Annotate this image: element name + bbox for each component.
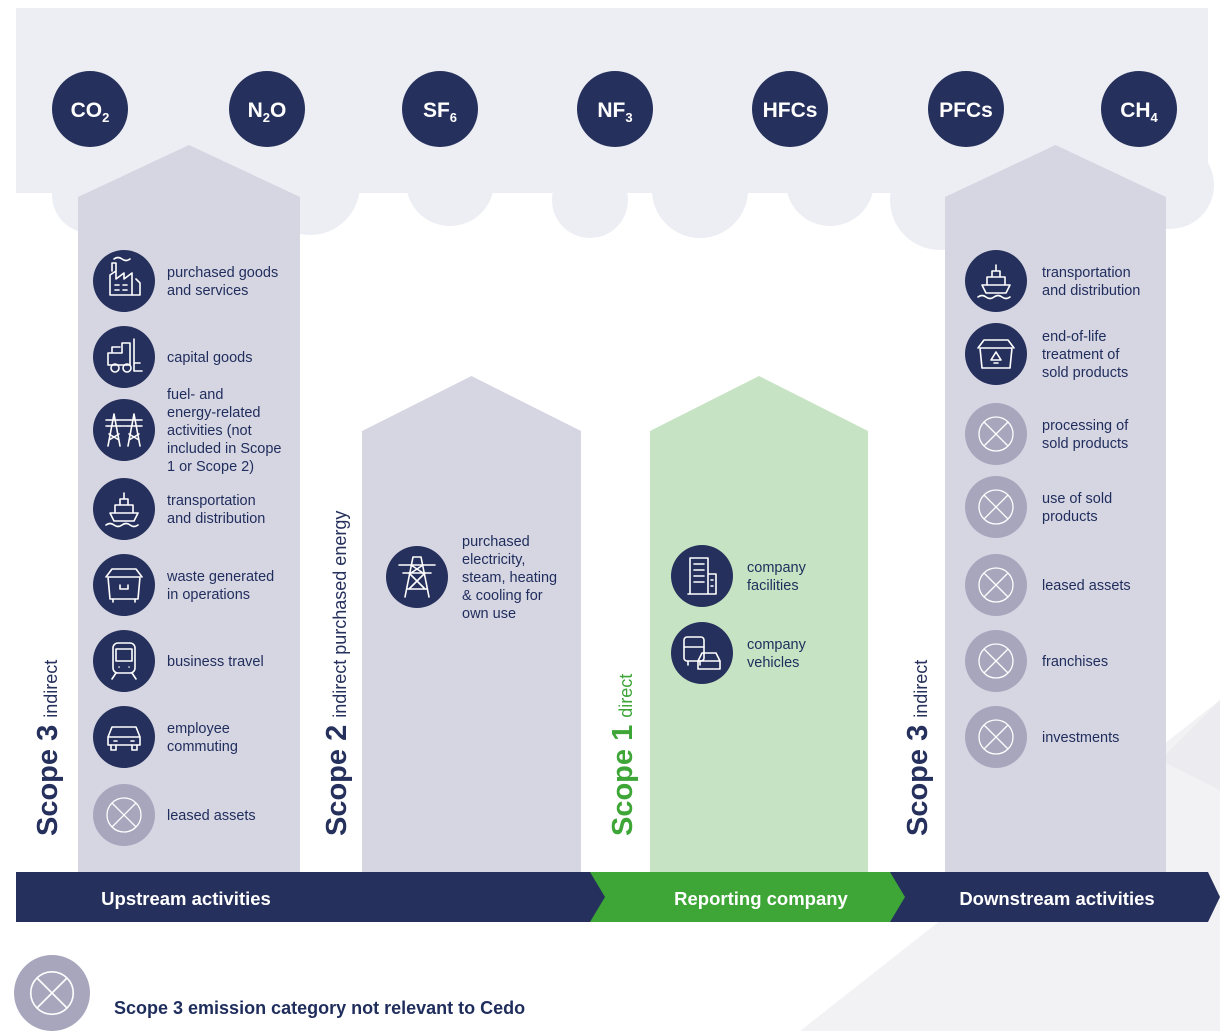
cloud-puff: [552, 162, 628, 238]
background-shape: [1160, 700, 1220, 790]
train-icon: [93, 630, 155, 692]
category-label: leased assets: [1042, 578, 1131, 594]
category-item: leased assets: [965, 554, 1131, 616]
activity-banner: Upstream activities Reporting company Down…: [16, 872, 1220, 922]
not-relevant-icon: [965, 403, 1027, 465]
vehicles-icon: [671, 622, 733, 684]
gas-formula: HFCs: [763, 99, 818, 122]
gas-sf6: SF6: [402, 71, 478, 147]
cloud-puff: [406, 138, 494, 226]
ship-icon: [93, 478, 155, 540]
gas-circle: [752, 71, 828, 147]
category-label: franchises: [1042, 654, 1108, 670]
legend-label: Scope 3 emission category not relevant t…: [114, 998, 526, 1018]
category-item: leased assets: [93, 784, 256, 846]
scope2-column: [362, 376, 581, 872]
recycle-dumpster-icon: [965, 323, 1027, 385]
factory-icon: [93, 250, 155, 312]
scope1-column: [650, 376, 868, 872]
gas-ch4: CH4: [1101, 71, 1177, 147]
gas-formula: CH4: [1120, 99, 1158, 125]
category-item: franchises: [965, 630, 1108, 692]
gas-circle: [928, 71, 1004, 147]
dumpster-icon: [93, 554, 155, 616]
scope-labels: Scope 3indirect Scope 2indirect purchased…: [32, 511, 934, 836]
not-relevant-icon: [965, 476, 1027, 538]
category-label: capital goods: [167, 350, 252, 366]
gas-circle: [402, 71, 478, 147]
gas-circle: [52, 71, 128, 147]
scope3-downstream-label: Scope 3indirect: [902, 660, 934, 836]
not-relevant-icon: [965, 706, 1027, 768]
cloud-puff: [652, 142, 748, 238]
not-relevant-icon: [965, 554, 1027, 616]
category-item: investments: [965, 706, 1119, 768]
reporting-company-label: Reporting company: [674, 888, 848, 909]
cloud-puff: [786, 138, 874, 226]
not-relevant-icon: [93, 784, 155, 846]
gas-circle: [577, 71, 653, 147]
greenhouse-gases: CO2 N2O SF6 NF3 HFCs PFCs CH4: [52, 71, 1177, 147]
gas-nf3: NF3: [577, 71, 653, 147]
scope1-label: Scope 1direct: [607, 674, 639, 836]
downstream-activities-label: Downstream activities: [959, 888, 1154, 909]
scope3-upstream-label: Scope 3indirect: [32, 660, 64, 836]
category-label: leased assets: [167, 808, 256, 824]
gas-formula: N2O: [248, 99, 287, 125]
gas-n2o: N2O: [229, 71, 305, 147]
reporting-company-banner: [590, 872, 905, 922]
gas-pfcs: PFCs: [928, 71, 1004, 147]
legend: [14, 955, 90, 1031]
gas-formula: SF6: [423, 99, 457, 125]
category-label: investments: [1042, 730, 1119, 746]
gas-formula: NF3: [597, 99, 632, 125]
pylon-icon: [386, 546, 448, 608]
upstream-activities-label: Upstream activities: [101, 888, 271, 909]
gas-circle: [229, 71, 305, 147]
legend-not-relevant-icon: [14, 955, 90, 1031]
category-item: capital goods: [93, 326, 252, 388]
forklift-icon: [93, 326, 155, 388]
power-lines-icon: [93, 399, 155, 461]
building-icon: [671, 545, 733, 607]
ship-icon: [965, 250, 1027, 312]
scope2-label: Scope 2indirect purchased energy: [321, 511, 353, 836]
gas-circle: [1101, 71, 1177, 147]
gas-formula: PFCs: [939, 99, 993, 122]
gas-co2: CO2: [52, 71, 128, 147]
gas-hfcs: HFCs: [752, 71, 828, 147]
category-item: business travel: [93, 630, 264, 692]
not-relevant-icon: [965, 630, 1027, 692]
gas-formula: CO2: [71, 99, 110, 125]
category-label: business travel: [167, 654, 264, 670]
car-icon: [93, 706, 155, 768]
